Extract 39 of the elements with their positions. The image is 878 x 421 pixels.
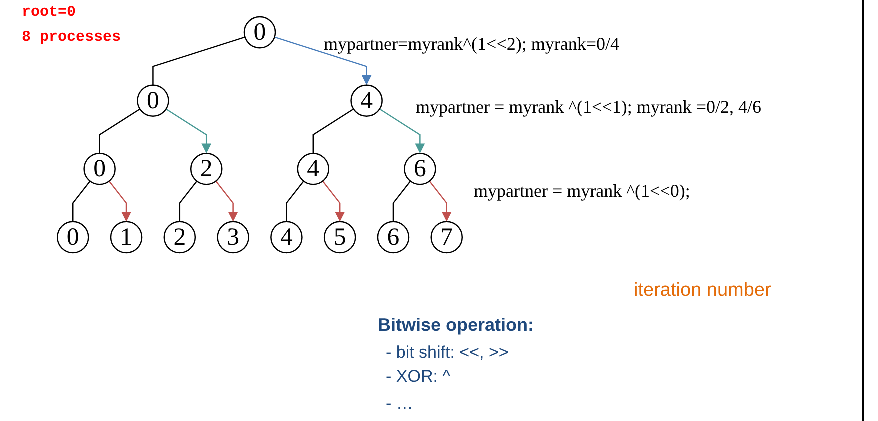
node-circle: 6 — [377, 221, 410, 254]
connector — [312, 108, 354, 154]
node-circle: 5 — [324, 221, 356, 254]
list-item: - bit shift: <<, >> — [386, 343, 509, 363]
note-text: root=0 — [22, 4, 76, 21]
node-circle: 6 — [404, 153, 436, 186]
node-circle: 0 — [137, 84, 170, 117]
list-item: - XOR: ^ — [386, 367, 451, 387]
list-item: - … — [386, 394, 414, 414]
node-circle: 1 — [110, 221, 143, 254]
connector — [392, 181, 412, 222]
node-circle: 4 — [297, 153, 330, 186]
arrow — [429, 181, 452, 222]
note-text: 8 processes — [22, 29, 122, 46]
arrow — [380, 108, 426, 154]
node-circle: 4 — [270, 221, 303, 254]
node-circle: 3 — [217, 221, 250, 254]
annotation-text: iteration number — [634, 280, 772, 302]
connector — [152, 36, 246, 86]
connector — [286, 181, 304, 222]
node-circle: 0 — [56, 221, 90, 254]
node-circle: 0 — [244, 16, 276, 49]
arrow — [166, 108, 212, 154]
arrow — [108, 181, 132, 222]
node-circle: 2 — [164, 221, 196, 254]
arrow — [216, 181, 238, 222]
connector — [72, 181, 91, 222]
formula-text: mypartner = myrank ^(1<<0); — [474, 181, 690, 202]
heading-text: Bitwise operation: — [378, 315, 534, 336]
arrow — [274, 36, 372, 86]
formula-text: mypartner = myrank ^(1<<1); myrank =0/2, 4/6 — [416, 97, 762, 118]
node-circle: 4 — [350, 84, 383, 117]
formula-text: mypartner=myrank^(1<<2); myrank=0/4 — [324, 34, 620, 55]
connector — [179, 181, 198, 222]
connector — [99, 108, 140, 154]
node-circle: 0 — [84, 153, 116, 186]
node-circle: 7 — [430, 221, 464, 254]
node-circle: 2 — [190, 153, 223, 186]
arrow — [322, 181, 346, 222]
